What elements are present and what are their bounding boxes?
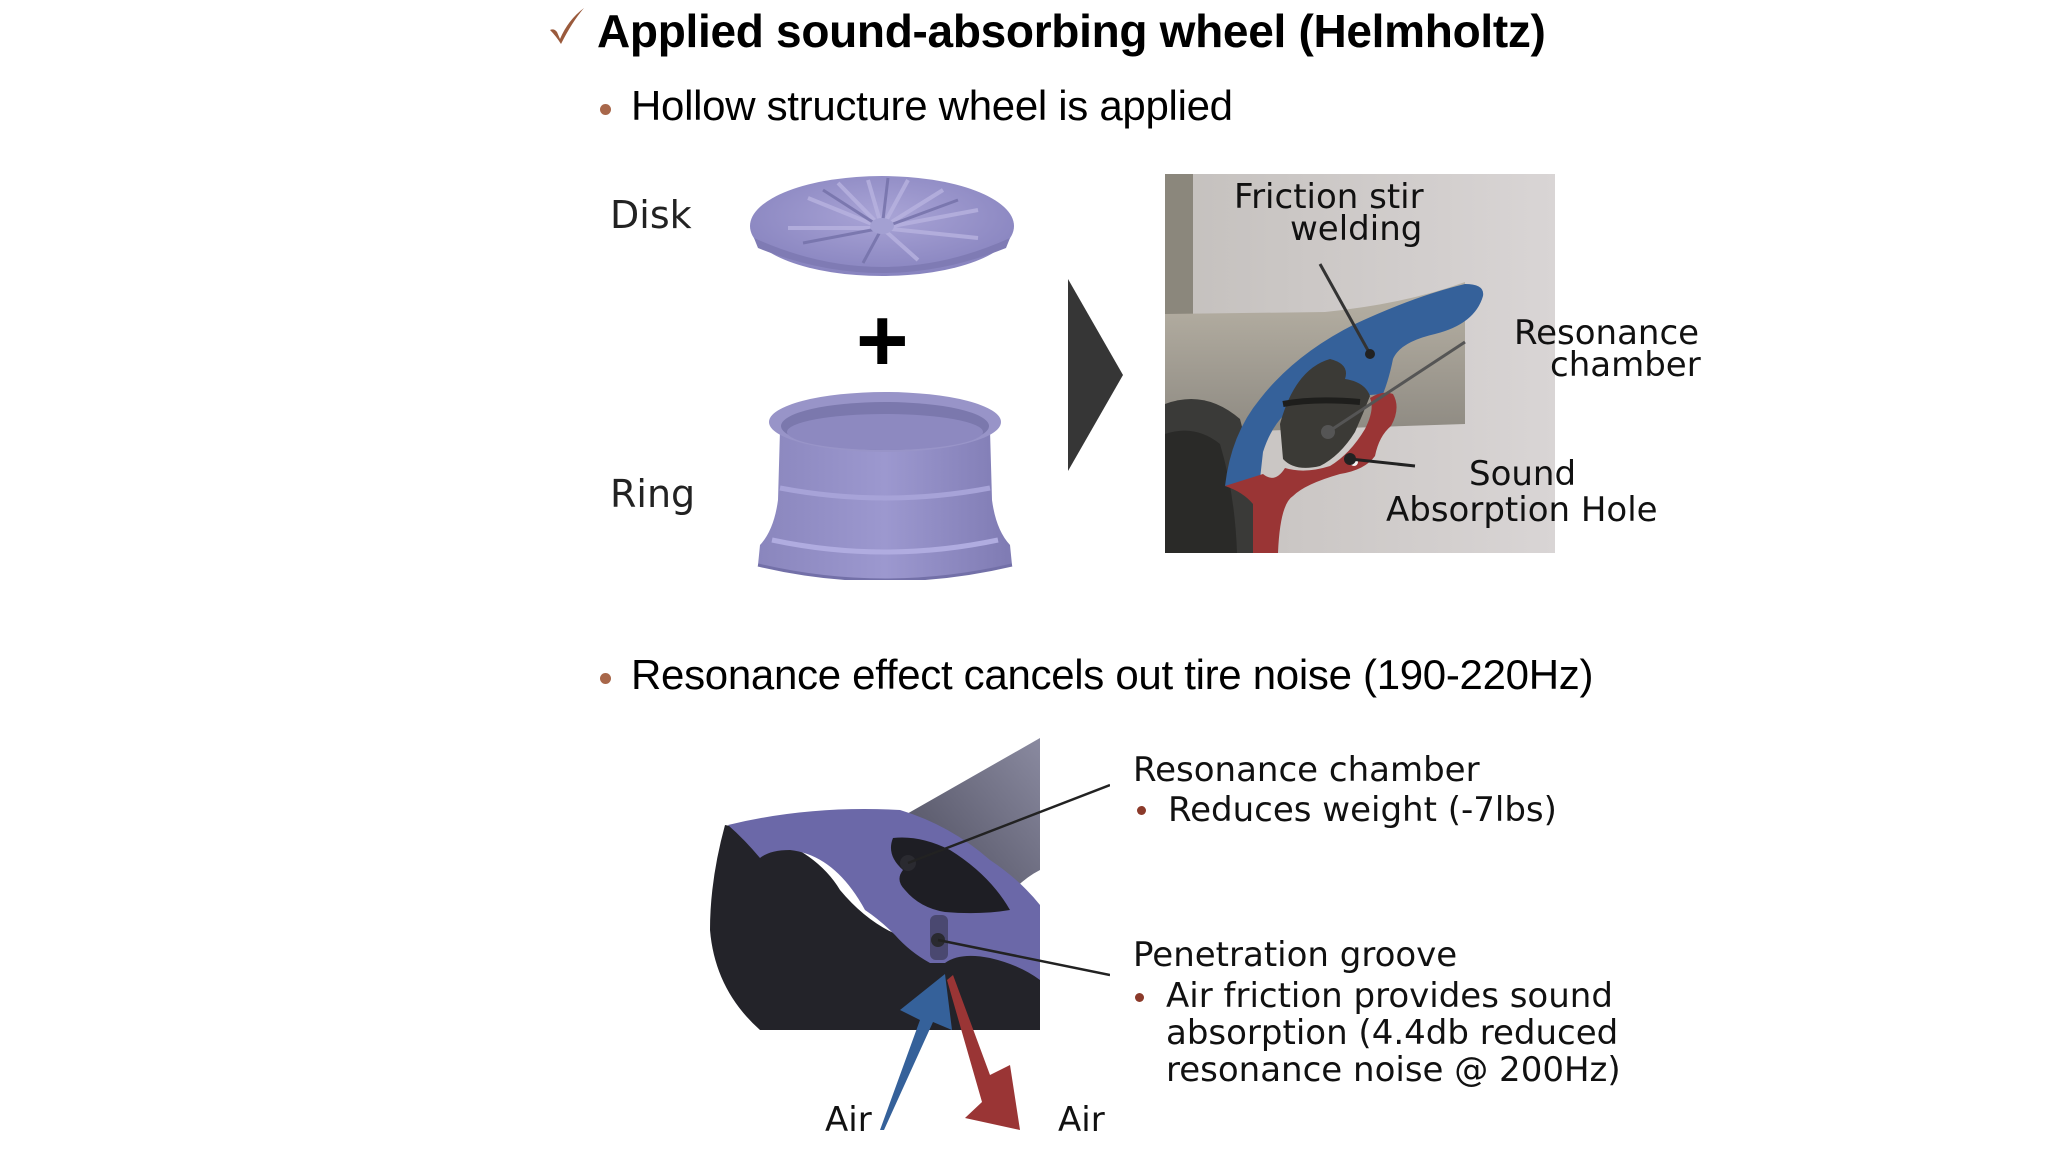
sub-bullet-dot	[1135, 993, 1144, 1002]
label-sound-line1: Sound	[1469, 454, 1577, 494]
arrow-right-icon	[1068, 279, 1123, 471]
label-sound-line2: Absorption Hole	[1386, 490, 1658, 530]
bullet-dot	[600, 104, 611, 115]
slide-title: Applied sound-absorbing wheel (Helmholtz…	[597, 5, 1546, 57]
checkmark-icon	[550, 8, 584, 44]
disk-label: Disk	[610, 193, 692, 237]
label-resonance-line2: chamber	[1550, 345, 1701, 385]
air-out-arrow-icon	[947, 975, 1020, 1130]
label-friction-stir-line1: Friction stir	[1234, 177, 1424, 217]
callout-groove-point-line2: absorption (4.4db reduced	[1166, 1013, 1619, 1053]
bullet-resonance-effect: Resonance effect cancels out tire noise …	[631, 651, 1594, 698]
callout-resonance-point: Reduces weight (-7lbs)	[1168, 790, 1557, 830]
ring-illustration	[757, 392, 1013, 580]
label-friction-stir-line2: welding	[1290, 209, 1423, 249]
sub-bullet-dot	[1137, 806, 1146, 815]
callout-groove-point-line1: Air friction provides sound	[1166, 976, 1613, 1016]
plus-sign: +	[856, 291, 909, 391]
wheel-groove-cross-section	[710, 738, 1110, 1130]
bullet-dot	[600, 673, 611, 684]
callout-resonance-title: Resonance chamber	[1133, 750, 1480, 790]
wheel-cross-section-photo	[1165, 174, 1555, 553]
air-out-label: Air	[1058, 1100, 1105, 1140]
ring-label: Ring	[610, 472, 696, 516]
disk-illustration	[750, 176, 1014, 276]
callout-groove-title: Penetration groove	[1133, 935, 1458, 975]
label-resonance-line1: Resonance	[1514, 313, 1700, 353]
callout-groove-point-line3: resonance noise @ 200Hz)	[1166, 1050, 1621, 1090]
air-in-arrow-icon	[880, 974, 952, 1130]
air-in-label: Air	[825, 1100, 872, 1140]
bullet-hollow-structure: Hollow structure wheel is applied	[631, 82, 1233, 129]
